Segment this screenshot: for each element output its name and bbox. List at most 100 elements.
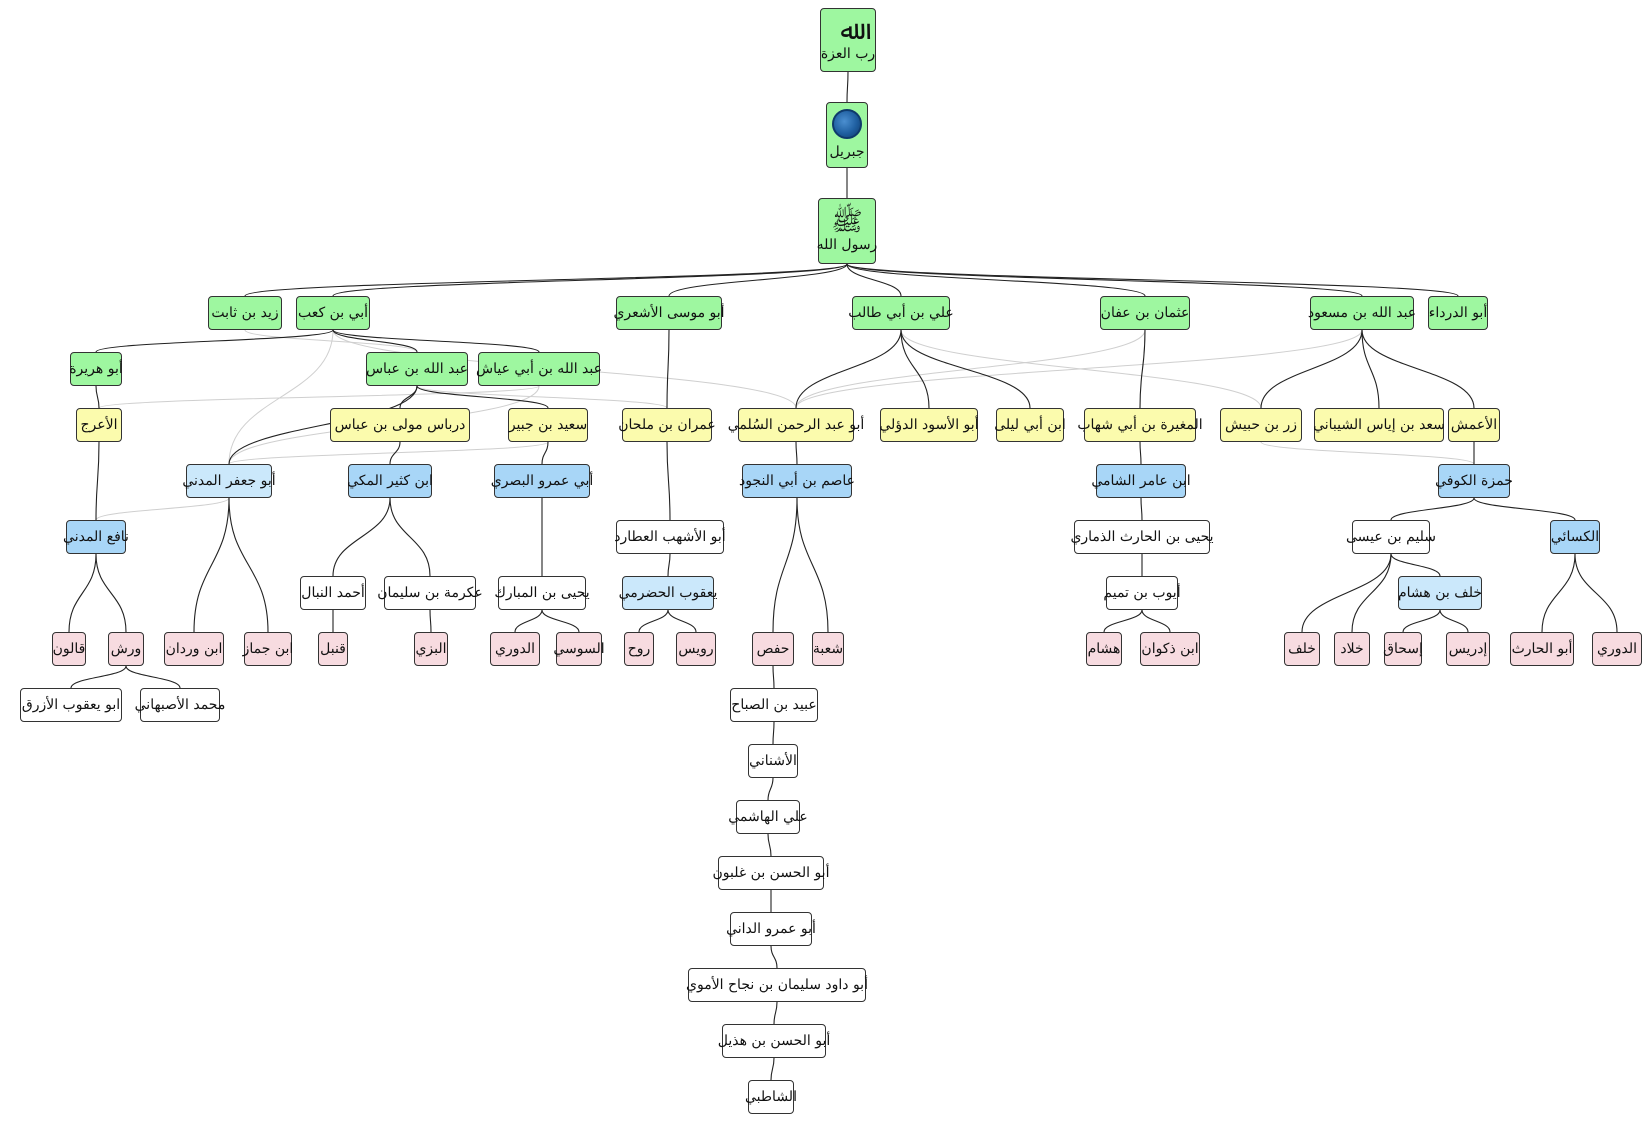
- connector-line: [846, 263, 1459, 297]
- node-duri1: الدوري: [490, 632, 540, 666]
- node-saadiyas: سعد بن إياس الشيباني: [1313, 408, 1445, 442]
- connector-line: [1390, 497, 1475, 521]
- node-idris: إدريس: [1446, 632, 1490, 666]
- connector-line: [332, 263, 848, 297]
- node-label: سعد بن إياس الشيباني: [1313, 417, 1445, 433]
- connector-line: [1541, 553, 1576, 633]
- node-label: رب العزة: [820, 46, 876, 62]
- node-ibnabbas: عبد الله بن عباس: [366, 352, 468, 386]
- node-duali: أبو الأسود الدؤلي: [879, 408, 979, 442]
- cross-connector-line: [795, 329, 1146, 409]
- connector-line: [125, 665, 181, 689]
- node-label: عبيد بن الصباح: [731, 697, 817, 713]
- node-alihashimi: علي الهاشمي: [728, 800, 808, 834]
- connector-line: [416, 385, 549, 409]
- node-khallad: خلاد: [1334, 632, 1370, 666]
- node-ubayd: عبيد بن الصباح: [730, 688, 818, 722]
- connector-line: [1141, 609, 1171, 633]
- node-label: الأعمش: [1450, 417, 1498, 433]
- connector-line: [332, 497, 391, 577]
- node-yahyaharith: يحيى بن الحارث الذماري: [1070, 520, 1214, 554]
- node-label: أيوب بن تميم: [1103, 585, 1181, 601]
- node-label: المغيرة بن أبي شهاب: [1077, 417, 1203, 433]
- node-asim: عاصم بن أبي النجود: [739, 464, 855, 498]
- node-abualashhab: أبو الأشهب العطارد: [614, 520, 726, 554]
- node-label: قنبل: [320, 641, 346, 657]
- node-glyph: ﷲ: [840, 16, 856, 46]
- node-sulaym: سليم بن عيسى: [1346, 520, 1436, 554]
- node-ishaq: إسحاق: [1383, 632, 1423, 666]
- node-label: روح: [627, 641, 651, 657]
- node-label: السوسي: [553, 641, 605, 657]
- node-label: الأعرج: [80, 417, 118, 433]
- connector-line: [193, 497, 230, 633]
- cross-connector-line: [795, 329, 1363, 409]
- node-label: درباس مولى بن عباس: [334, 417, 466, 433]
- connector-line: [796, 497, 829, 633]
- node-hamza: حمزة الكوفي: [1435, 464, 1513, 498]
- node-label: عمران بن ملحان: [618, 417, 716, 433]
- node-label: شعبة: [812, 641, 844, 657]
- node-ushnani: الأشناني: [748, 744, 798, 778]
- node-label: الدوري: [1597, 641, 1637, 657]
- node-label: أبو عبد الرحمن السُلمي: [727, 417, 865, 433]
- connector-line: [389, 497, 431, 577]
- node-label: قالون: [52, 641, 86, 657]
- connector-line: [846, 263, 1363, 297]
- node-sulami: أبو عبد الرحمن السُلمي: [728, 408, 864, 442]
- connector-line: [1402, 609, 1441, 633]
- node-label: حفص: [756, 641, 790, 657]
- node-label: سعيد بن جبير: [508, 417, 588, 433]
- connector-line: [667, 609, 697, 633]
- node-label: أبو داود سليمان بن نجاح الأموي: [686, 977, 868, 993]
- node-label: إسحاق: [1383, 641, 1423, 657]
- node-label: رويس: [678, 641, 714, 657]
- node-label: أبو جعفر المدني: [182, 473, 276, 489]
- node-label: ابن عامر الشامي: [1091, 473, 1191, 489]
- connector-line: [666, 441, 671, 521]
- node-asbahani: محمد الأصبهاني: [135, 688, 225, 722]
- node-label: عبد الله بن عباس: [365, 361, 469, 377]
- connector-line: [95, 329, 334, 353]
- node-abualharith: أبو الحارث: [1510, 632, 1574, 666]
- node-label: عبد الله بن أبي عياش: [476, 361, 602, 377]
- node-label: خلاد: [1340, 641, 1364, 657]
- node-label: البزي: [415, 641, 447, 657]
- node-label: عثمان بن عفان: [1100, 305, 1190, 321]
- node-ibnjammaz: ابن جماز: [243, 632, 293, 666]
- node-amash: الأعمش: [1448, 408, 1500, 442]
- node-label: ورش: [110, 641, 142, 657]
- connector-line: [795, 329, 902, 409]
- node-label: نافع المدني: [63, 529, 129, 545]
- cross-connector-line: [228, 329, 334, 465]
- connector-line: [846, 263, 1146, 297]
- node-khalaf: خلف: [1284, 632, 1320, 666]
- node-ibnhudhayl: أبو الحسن بن هذيل: [718, 1024, 830, 1058]
- connector-line: [1103, 609, 1143, 633]
- node-label: ابن وردان: [165, 641, 223, 657]
- node-label: حمزة الكوفي: [1435, 473, 1513, 489]
- node-ibndhakwan: ابن ذكوان: [1140, 632, 1200, 666]
- node-label: أبو الدرداء: [1428, 305, 1488, 321]
- node-kisai: الكسائي: [1550, 520, 1600, 554]
- node-ali: علي بن أبي طالب: [848, 296, 954, 330]
- node-ibnmasud: عبد الله بن مسعود: [1308, 296, 1416, 330]
- node-ibnabiayyash: عبد الله بن أبي عياش: [476, 352, 602, 386]
- node-zirr: زر بن حبيش: [1220, 408, 1302, 442]
- node-label: ابن ذكوان: [1141, 641, 1199, 657]
- node-hafs: حفص: [752, 632, 794, 666]
- cross-connector-line: [228, 441, 549, 465]
- node-abuhurayra: أبو هريرة: [69, 352, 123, 386]
- node-susi: السوسي: [553, 632, 605, 666]
- node-label: عكرمة بن سليمان: [377, 585, 483, 601]
- connector-line: [332, 329, 540, 353]
- node-label: أبي بن كعب: [297, 305, 369, 321]
- node-dirbas: درباس مولى بن عباس: [330, 408, 470, 442]
- node-label: أبو الحسن بن هذيل: [717, 1033, 831, 1049]
- connector-line: [772, 721, 775, 745]
- connector-line: [1301, 553, 1392, 633]
- connector-line: [1439, 609, 1469, 633]
- connector-line: [514, 609, 543, 633]
- node-abujafar: أبو جعفر المدني: [182, 464, 276, 498]
